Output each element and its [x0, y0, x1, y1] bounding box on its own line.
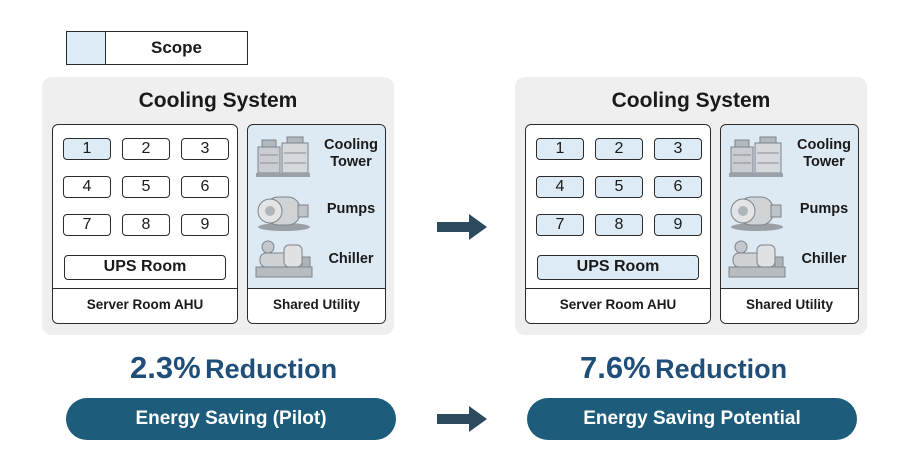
server-room-cell: 5	[595, 176, 643, 198]
server-room-cell: 4	[536, 176, 584, 198]
server-room-box: 1 2 3 4 5 6 7 8 9 UPS Room Server Room A…	[525, 124, 711, 324]
pumps-item: Pumps	[254, 187, 382, 235]
server-room-ahu-label: Server Room AHU	[526, 288, 710, 323]
cooling-system-panel-pilot: Cooling System 1 2 3 4 5 6 7 8 9 UPS Roo…	[42, 77, 394, 335]
scope-swatch	[67, 32, 106, 64]
server-room-cell: 9	[654, 214, 702, 236]
server-room-grid: 1 2 3 4 5 6 7 8 9	[63, 138, 229, 236]
server-room-grid: 1 2 3 4 5 6 7 8 9	[536, 138, 702, 236]
chiller-icon	[728, 240, 786, 278]
cooling-tower-label: Cooling Tower	[324, 137, 378, 170]
server-room-cell: 1	[536, 138, 584, 160]
shared-utility-box: Cooling Tower Pumps Chiller Shared Utili…	[720, 124, 859, 324]
server-room-cell: 6	[181, 176, 229, 198]
right-arrow-shape	[437, 406, 487, 432]
server-room-cell: 2	[122, 138, 170, 160]
pumps-item: Pumps	[727, 187, 855, 235]
cooling-tower-icon	[729, 136, 783, 177]
scope-legend-label: Scope	[150, 38, 203, 57]
pumps-label: Pumps	[799, 201, 849, 217]
right-arrow-icon	[437, 214, 487, 240]
server-room-cell: 5	[122, 176, 170, 198]
chiller-label: Chiller	[801, 251, 847, 267]
panel-title: Cooling System	[138, 89, 298, 112]
server-room-cell: 3	[654, 138, 702, 160]
energy-saving-pilot-badge: Energy Saving (Pilot)	[66, 398, 396, 440]
pumps-label: Pumps	[326, 201, 376, 217]
pump-icon	[730, 196, 783, 231]
server-room-cell: 1	[63, 138, 111, 160]
server-room-box: 1 2 3 4 5 6 7 8 9 UPS Room Server Room A…	[52, 124, 238, 324]
server-room-cell: 9	[181, 214, 229, 236]
server-room-ahu-label: Server Room AHU	[53, 288, 237, 323]
server-room-cell: 4	[63, 176, 111, 198]
reduction-word: Reduction	[205, 354, 338, 384]
pump-icon	[257, 196, 310, 231]
shared-utility-box: Cooling Tower Pumps Chiller Shared Utili…	[247, 124, 386, 324]
server-room-cell: 8	[122, 214, 170, 236]
cooling-tower-label: Cooling Tower	[797, 137, 851, 170]
chiller-item: Chiller	[254, 237, 382, 285]
shared-utility-label: Shared Utility	[721, 288, 858, 323]
shared-utility-label: Shared Utility	[248, 288, 385, 323]
potential-reduction-result: 7.6% Reduction	[580, 350, 787, 386]
reduction-percent: 7.6%	[580, 350, 651, 385]
server-room-cell: 6	[654, 176, 702, 198]
right-arrow-shape	[437, 214, 487, 240]
cooling-tower-item: Cooling Tower	[254, 135, 382, 183]
server-room-cell: 7	[536, 214, 584, 236]
energy-saving-potential-badge: Energy Saving Potential	[527, 398, 857, 440]
server-room-cell: 7	[63, 214, 111, 236]
chiller-icon	[255, 240, 313, 278]
chiller-item: Chiller	[727, 237, 855, 285]
scope-legend: Scope	[66, 31, 248, 65]
server-room-cell: 8	[595, 214, 643, 236]
chiller-label: Chiller	[328, 251, 374, 267]
server-room-cell: 2	[595, 138, 643, 160]
right-arrow-icon	[437, 406, 487, 432]
cooling-tower-item: Cooling Tower	[727, 135, 855, 183]
ups-room: UPS Room	[64, 255, 226, 280]
panel-title: Cooling System	[611, 89, 771, 112]
reduction-word: Reduction	[655, 354, 788, 384]
ups-room: UPS Room	[537, 255, 699, 280]
server-room-cell: 3	[181, 138, 229, 160]
cooling-tower-icon	[256, 136, 310, 177]
cooling-system-panel-potential: Cooling System 1 2 3 4 5 6 7 8 9 UPS Roo…	[515, 77, 867, 335]
reduction-percent: 2.3%	[130, 350, 201, 385]
pilot-reduction-result: 2.3% Reduction	[130, 350, 337, 386]
